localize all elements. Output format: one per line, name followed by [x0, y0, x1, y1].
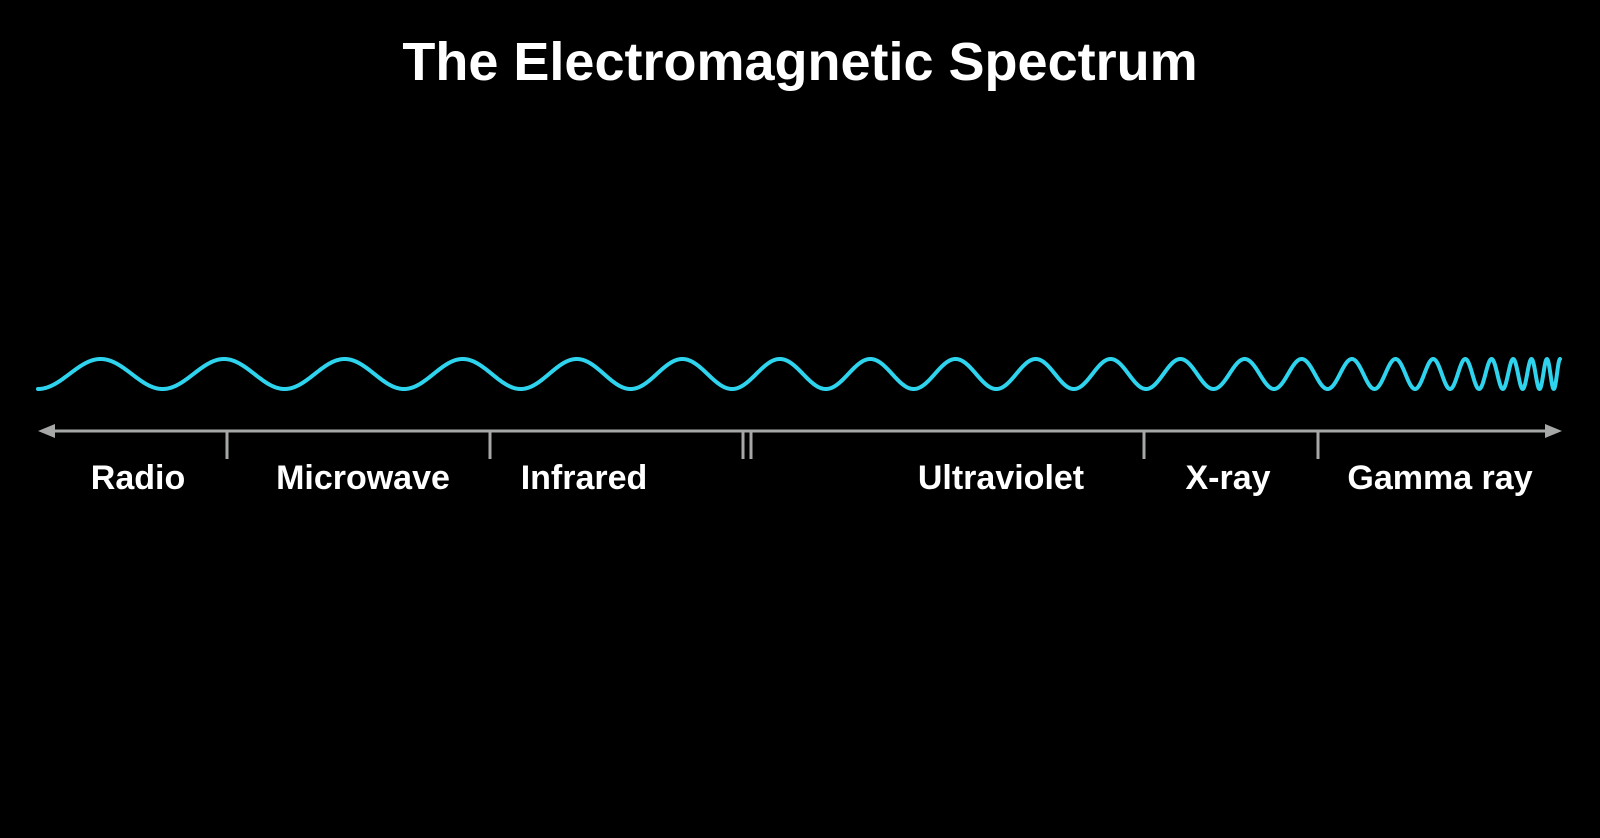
band-label-gamma-ray: Gamma ray: [1347, 459, 1532, 497]
band-label-xray: X-ray: [1185, 459, 1270, 497]
wave-line: [36, 357, 1562, 391]
band-label-ultraviolet: Ultraviolet: [918, 459, 1084, 497]
spectrum-axis: [38, 424, 1562, 459]
diagram-title: The Electromagnetic Spectrum: [402, 32, 1197, 92]
axis-arrow-left-icon: [38, 424, 55, 438]
band-label-radio: Radio: [91, 459, 185, 497]
band-label-microwave: Microwave: [276, 459, 450, 497]
axis-arrow-right-icon: [1545, 424, 1562, 438]
band-labels: Radio Microwave Infrared Ultraviolet X-r…: [91, 459, 1533, 497]
band-label-infrared: Infrared: [521, 459, 648, 497]
